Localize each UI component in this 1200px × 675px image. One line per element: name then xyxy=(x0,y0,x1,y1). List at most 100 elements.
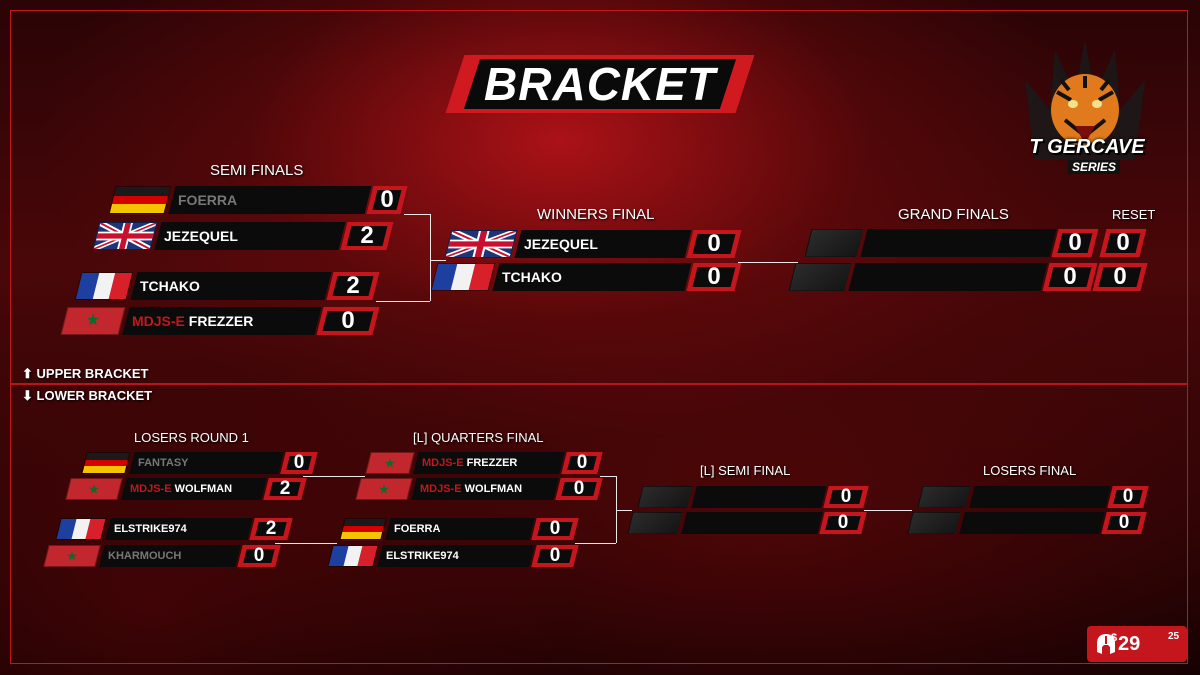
bracket-slot: FOERRA 0 xyxy=(108,186,408,214)
player-name-text: TCHAKO xyxy=(502,269,562,285)
player-name-text: WOLFMAN xyxy=(174,483,233,495)
winners-final-label: WINNERS FINAL xyxy=(537,206,655,223)
player-name: ELSTRIKE974 xyxy=(386,545,459,567)
score: 0 xyxy=(573,478,585,499)
score: 0 xyxy=(707,263,721,290)
france-flag-icon xyxy=(430,263,496,291)
score: 0 xyxy=(576,452,588,473)
prize-currency: $ xyxy=(1111,632,1118,644)
player-name-text: FREZZER xyxy=(188,313,254,329)
france-flag-icon xyxy=(55,518,107,540)
connector xyxy=(616,476,617,543)
morocco-flag-icon: ★ xyxy=(355,478,413,500)
player-name-text: FREZZER xyxy=(466,457,518,469)
prize-amount: 29 xyxy=(1118,633,1141,655)
semi-finals-label: SEMI FINALS xyxy=(210,162,304,179)
germany-flag-icon xyxy=(108,186,172,214)
score: 0 xyxy=(840,486,852,507)
connector xyxy=(376,301,430,302)
player-name-text: FOERRA xyxy=(394,523,441,535)
morocco-flag-icon: ★ xyxy=(65,478,123,500)
logo-title: T GERCAVE xyxy=(1029,136,1145,158)
player-name: JEZEQUEL xyxy=(524,230,598,258)
united-kingdom-flag-icon xyxy=(444,230,518,258)
quarters-final-label: [L] QUARTERS FINAL xyxy=(413,430,544,445)
score: 0 xyxy=(380,186,394,213)
name-bar xyxy=(860,229,1057,257)
player-name-text: ELSTRIKE974 xyxy=(114,523,187,535)
team-tag: MDJS-E xyxy=(420,483,462,495)
player-name-text: FOERRA xyxy=(178,192,238,208)
reset-score: 0 xyxy=(1116,229,1130,256)
player-name-text: ELSTRIKE974 xyxy=(386,550,459,562)
score: 0 xyxy=(549,518,561,539)
arrow-down-icon: ⬇ xyxy=(22,388,33,403)
placeholder-flag-icon xyxy=(907,512,961,534)
score: 0 xyxy=(341,307,355,334)
score: 0 xyxy=(253,545,265,566)
bracket-slot: ELSTRIKE974 0 xyxy=(327,545,579,567)
france-flag-icon xyxy=(74,272,134,300)
tiger-logo-icon xyxy=(1025,40,1145,160)
placeholder-flag-icon xyxy=(804,229,864,257)
bracket-slot: JEZEQUEL 2 xyxy=(92,222,394,250)
score: 2 xyxy=(360,222,374,249)
player-name: ELSTRIKE974 xyxy=(114,518,187,540)
placeholder-flag-icon xyxy=(637,486,693,508)
player-name: MDJS-E WOLFMAN xyxy=(130,478,232,500)
player-name-text: FANTASY xyxy=(138,457,189,469)
name-bar xyxy=(691,486,827,508)
score: 2 xyxy=(346,272,360,299)
connector xyxy=(575,543,616,544)
bracket-slot: 0 xyxy=(637,486,869,508)
lower-bracket-label: ⬇ LOWER BRACKET xyxy=(22,388,153,403)
bracket-slot: TCHAKO 2 xyxy=(74,272,380,300)
germany-flag-icon xyxy=(81,452,131,474)
bracket-slot: ELSTRIKE974 2 xyxy=(55,518,293,540)
grand-finals-label: GRAND FINALS xyxy=(898,206,1009,223)
bracket-slot: 0 xyxy=(907,512,1147,534)
name-bar xyxy=(848,263,1048,291)
score: 2 xyxy=(279,478,291,499)
bracket-slot: TCHAKO 0 xyxy=(430,263,742,291)
bracket-divider xyxy=(10,383,1188,385)
player-name: FOERRA xyxy=(178,186,237,214)
score: 2 xyxy=(265,518,277,539)
logo-subtitle: SERIES xyxy=(1068,160,1121,174)
france-flag-icon xyxy=(327,545,379,567)
germany-flag-icon xyxy=(339,518,387,540)
team-tag: MDJS-E xyxy=(422,457,464,469)
player-name: TCHAKO xyxy=(140,272,200,300)
score: 0 xyxy=(293,452,305,473)
losers-round-1-label: LOSERS ROUND 1 xyxy=(134,430,249,445)
player-name: FOERRA xyxy=(394,518,440,540)
connector xyxy=(738,262,798,263)
bracket-slot: ★ MDJS-E FREZZER 0 xyxy=(365,452,603,474)
player-name: FANTASY xyxy=(138,452,189,474)
player-name: KHARMOUCH xyxy=(108,545,181,567)
player-name: JEZEQUEL xyxy=(164,222,238,250)
connector xyxy=(303,476,365,477)
player-name-text: JEZEQUEL xyxy=(524,236,598,252)
placeholder-flag-icon xyxy=(627,512,683,534)
name-bar xyxy=(681,512,823,534)
prize-cents: 25 xyxy=(1168,631,1180,642)
player-name: MDJS-E FREZZER xyxy=(132,307,253,335)
score: 0 xyxy=(549,545,561,566)
score: 0 xyxy=(1063,263,1077,290)
reset-score: 0 xyxy=(1113,263,1127,290)
name-bar xyxy=(969,486,1111,508)
name-bar xyxy=(959,512,1105,534)
team-tag: MDJS-E xyxy=(130,483,172,495)
bracket-slot: FANTASY 0 xyxy=(81,452,318,474)
player-name-text: JEZEQUEL xyxy=(164,228,238,244)
upper-bracket-label: ⬆ UPPER BRACKET xyxy=(22,366,149,381)
score: 0 xyxy=(1068,229,1082,256)
morocco-flag-icon: ★ xyxy=(365,452,415,474)
player-name-text: WOLFMAN xyxy=(464,483,523,495)
connector xyxy=(275,543,337,544)
